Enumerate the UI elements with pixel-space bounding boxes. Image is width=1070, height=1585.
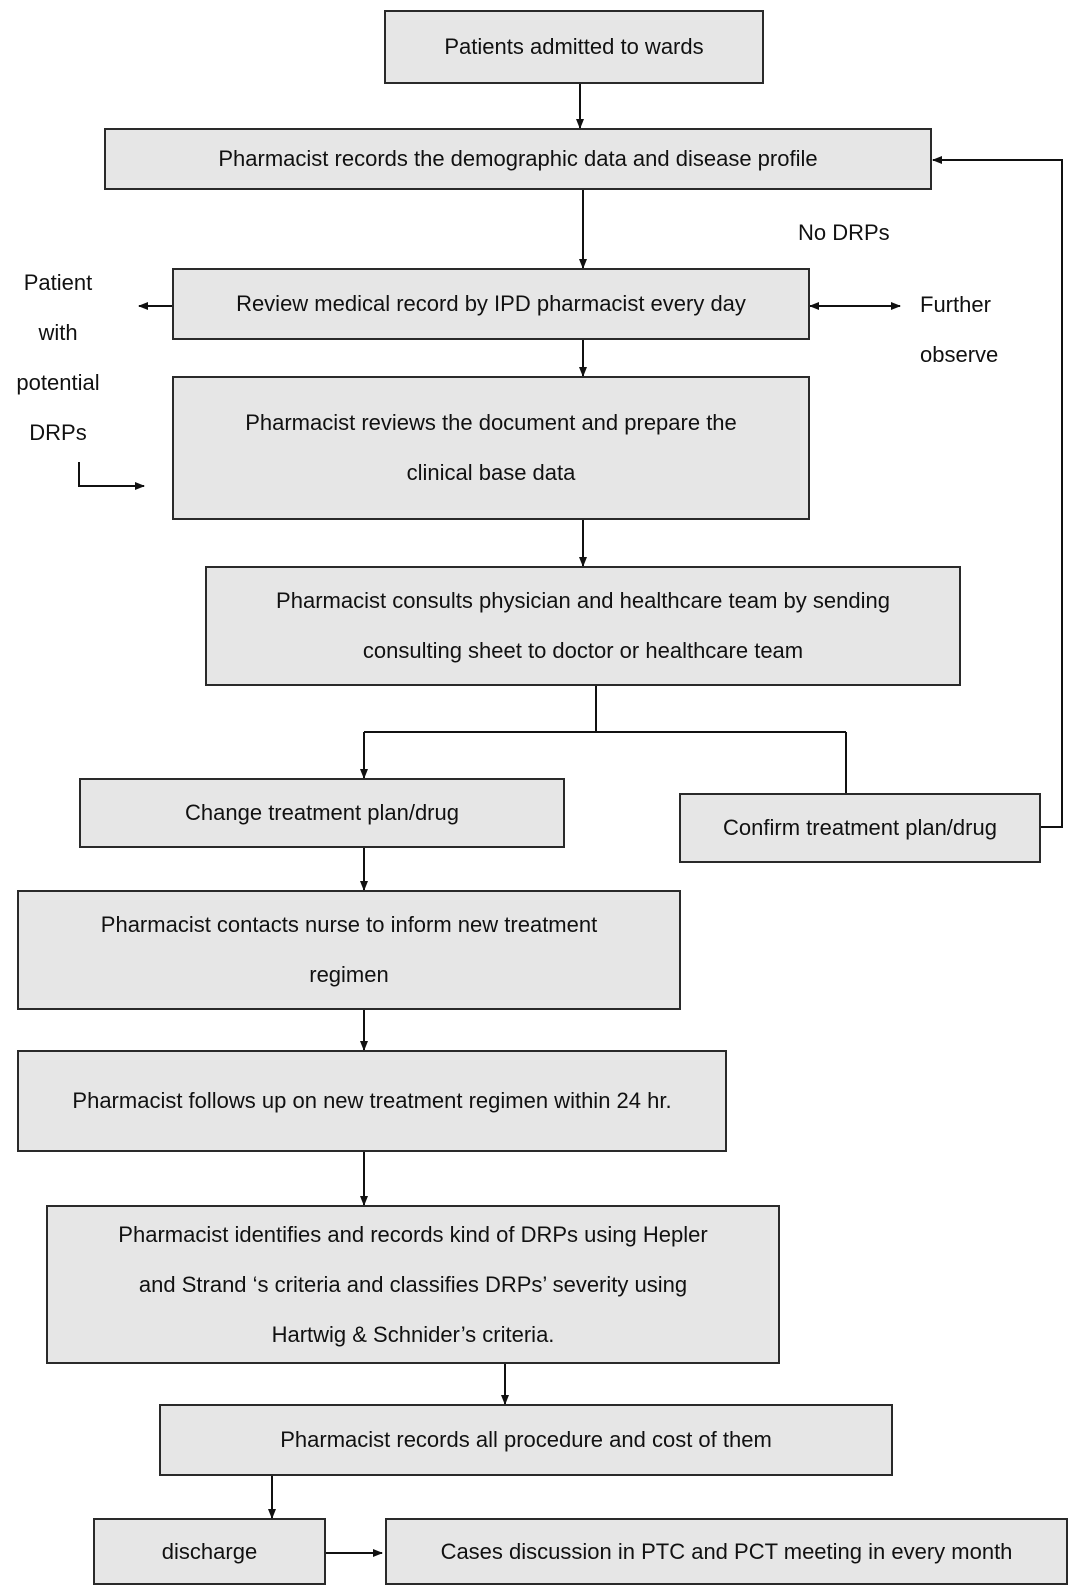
identify-drps-line3: Hartwig & Schnider’s criteria. <box>271 1321 555 1347</box>
review-medical-record-box: Review medical record by IPD pharmacist … <box>172 268 810 340</box>
review-document-box: Pharmacist reviews the document and prep… <box>172 376 810 520</box>
patients-admitted-box: Patients admitted to wards <box>384 10 764 84</box>
confirm-treatment-box: Confirm treatment plan/drug <box>679 793 1041 863</box>
patient-label-line4: DRPs <box>29 420 87 445</box>
arrow-patient-drps-to-document <box>78 462 145 490</box>
records-demographic-text: Pharmacist records the demographic data … <box>218 146 818 171</box>
change-treatment-text: Change treatment plan/drug <box>185 800 459 825</box>
consult-physician-line2: consulting sheet to doctor or healthcare… <box>362 638 804 663</box>
patient-label-line3: potential <box>16 370 100 395</box>
contact-nurse-box: Pharmacist contacts nurse to inform new … <box>17 890 681 1010</box>
review-document-line1: Pharmacist reviews the document and prep… <box>245 410 737 435</box>
further-observe-label: Further observe <box>920 280 998 380</box>
discharge-box: discharge <box>93 1518 326 1585</box>
cases-discussion-text: Cases discussion in PTC and PCT meeting … <box>440 1538 1013 1564</box>
contact-nurse-line1: Pharmacist contacts nurse to inform new … <box>100 912 598 937</box>
discharge-text: discharge <box>161 1538 258 1564</box>
patient-with-potential-drps-label: Patient with potential DRPs <box>0 258 116 458</box>
patients-admitted-text: Patients admitted to wards <box>444 34 704 59</box>
confirm-treatment-text: Confirm treatment plan/drug <box>723 815 997 840</box>
review-document-line2: clinical base data <box>406 460 576 485</box>
records-cost-box: Pharmacist records all procedure and cos… <box>159 1404 893 1476</box>
consult-physician-line1: Pharmacist consults physician and health… <box>276 588 890 613</box>
further-label-line1: Further <box>920 292 991 317</box>
no-drps-label: No DRPs <box>798 220 890 245</box>
consult-physician-box: Pharmacist consults physician and health… <box>205 566 961 686</box>
records-demographic-box: Pharmacist records the demographic data … <box>104 128 932 190</box>
patient-label-line1: Patient <box>23 270 93 295</box>
further-label-line2: observe <box>920 342 999 367</box>
identify-drps-line1: Pharmacist identifies and records kind o… <box>118 1221 708 1247</box>
follow-up-text: Pharmacist follows up on new treatment r… <box>72 1088 672 1113</box>
contact-nurse-line2: regimen <box>309 962 389 987</box>
follow-up-box: Pharmacist follows up on new treatment r… <box>17 1050 727 1152</box>
change-treatment-box: Change treatment plan/drug <box>79 778 565 848</box>
review-medical-record-text: Review medical record by IPD pharmacist … <box>236 291 746 316</box>
records-cost-text: Pharmacist records all procedure and cos… <box>280 1427 772 1452</box>
cases-discussion-box: Cases discussion in PTC and PCT meeting … <box>385 1518 1068 1585</box>
identify-drps-line2: and Strand ‘s criteria and classifies DR… <box>138 1271 688 1297</box>
patient-label-line2: with <box>38 320 78 345</box>
arrow-confirm-loop-back <box>932 156 1063 828</box>
identify-drps-box: Pharmacist identifies and records kind o… <box>46 1205 780 1364</box>
